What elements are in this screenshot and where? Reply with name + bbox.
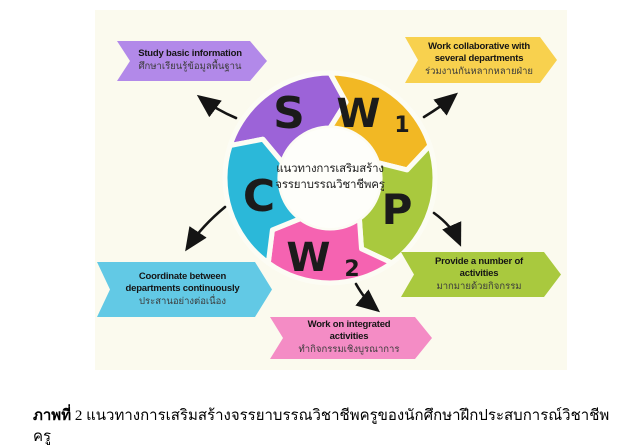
callout-coordinate-departments: Coordinate between departments continuou… bbox=[97, 262, 272, 317]
callout-study-basic-information: Study basic information ศึกษาเรียนรู้ข้อ… bbox=[117, 41, 267, 81]
callout-title: Work on integrated activities bbox=[307, 319, 391, 343]
callout-subtitle: ศึกษาเรียนรู้ข้อมูลพื้นฐาน bbox=[138, 61, 242, 73]
center-label-line1: แนวทางการเสริมสร้าง bbox=[276, 163, 384, 175]
callout-title: Study basic information bbox=[138, 48, 242, 60]
callout-title: Work collaborative with several departme… bbox=[428, 41, 530, 65]
letter-main: W bbox=[286, 235, 330, 281]
callout-work-collaborative: Work collaborative with several departme… bbox=[405, 37, 557, 83]
segment-letter-p: P bbox=[382, 185, 413, 234]
figure-caption-number: ภาพที่ bbox=[33, 408, 72, 424]
callout-title: Provide a number of activities bbox=[434, 255, 524, 279]
arrow-to-activities-callout bbox=[432, 211, 462, 247]
arrow-to-study-callout bbox=[196, 94, 238, 120]
figure-caption-text: 2 แนวทางการเสริมสร้างจรรยาบรรณวิชาชีพครู… bbox=[33, 408, 610, 445]
letter-main: C bbox=[243, 171, 275, 222]
letter-main: P bbox=[382, 185, 413, 234]
arrow-to-coordinate-callout bbox=[185, 205, 227, 252]
callout-subtitle: ประสานอย่างต่อเนื่อง bbox=[138, 295, 227, 307]
center-label-line2: จรรยาบรรณวิชาชีพครู bbox=[275, 178, 385, 191]
arrow-to-collaborate-callout bbox=[422, 92, 458, 119]
segment-letter-w2: W 2 bbox=[286, 235, 359, 282]
letter-subscript: 2 bbox=[344, 257, 359, 282]
segment-letter-w1: W 1 bbox=[336, 91, 409, 138]
figure-caption: ภาพที่ 2 แนวทางการเสริมสร้างจรรยาบรรณวิช… bbox=[33, 406, 621, 448]
callout-subtitle: ร่วมงานกันหลากหลายฝ่าย bbox=[424, 66, 534, 78]
segment-letter-s: S bbox=[273, 88, 305, 139]
callout-provide-activities: Provide a number of activities มากมายด้ว… bbox=[401, 252, 561, 297]
callout-work-integrated: Work on integrated activities ทำกิจกรรมเ… bbox=[270, 317, 432, 359]
cycle-ring: S W 1 P W 2 C bbox=[185, 70, 462, 313]
letter-subscript: 1 bbox=[394, 113, 409, 138]
callout-subtitle: ทำกิจกรรมเชิงบูรณาการ bbox=[298, 344, 400, 356]
diagram-panel: S W 1 P W 2 C แนวทางการเสริมสร้าง จรรยาบ… bbox=[95, 10, 567, 370]
center-circle bbox=[280, 128, 380, 228]
center-label: แนวทางการเสริมสร้าง จรรยาบรรณวิชาชีพครู bbox=[255, 162, 405, 193]
callout-subtitle: มากมายด้วยกิจกรรม bbox=[436, 280, 522, 292]
callout-title: Coordinate between departments continuou… bbox=[125, 270, 240, 294]
letter-main: S bbox=[273, 88, 305, 139]
segment-c bbox=[222, 136, 304, 266]
arrow-to-integrated-callout bbox=[354, 282, 381, 313]
segment-letter-c: C bbox=[243, 171, 275, 222]
letter-main: W bbox=[336, 91, 380, 137]
